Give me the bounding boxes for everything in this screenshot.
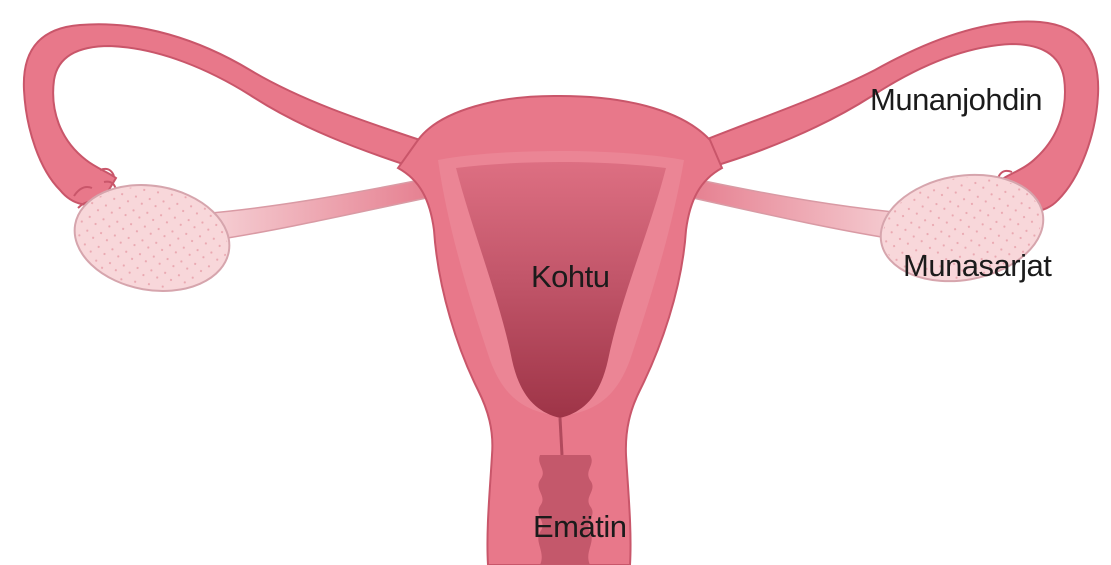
cervical-canal [560,418,562,455]
left-fallopian-tube [24,24,420,204]
label-fallopian-tube: Munanjohdin [870,84,1042,115]
label-vagina: Emätin [533,511,626,542]
label-uterus: Kohtu [531,261,610,292]
label-ovaries: Munasarjat [903,250,1051,281]
left-ovarian-ligament [200,178,436,240]
